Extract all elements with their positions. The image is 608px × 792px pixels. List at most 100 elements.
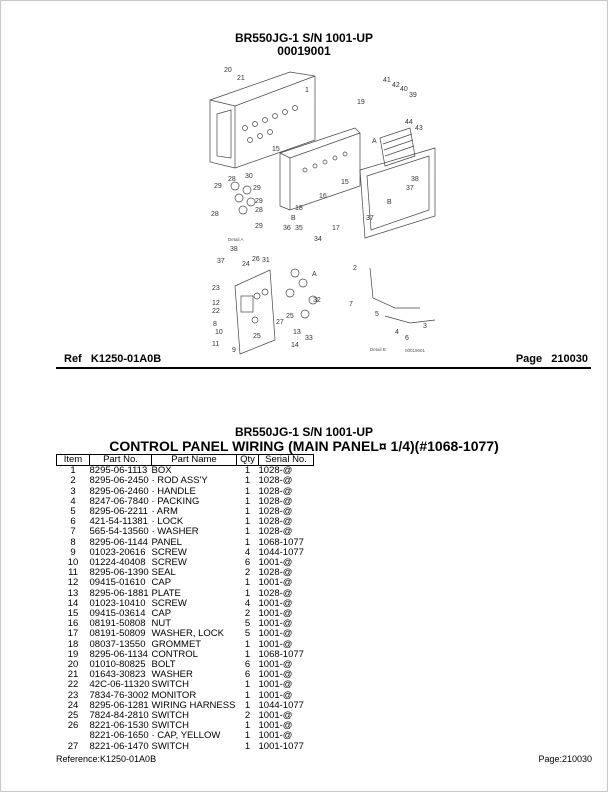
callout-29a: 29 bbox=[214, 183, 222, 190]
callout-40: 40 bbox=[400, 86, 408, 93]
page-title: BR550JG-1 S/N 1001-UP bbox=[234, 31, 374, 45]
qty-cell: 1 bbox=[244, 475, 251, 487]
qty-cell: 5 bbox=[244, 628, 251, 640]
item-cell: 5 bbox=[70, 506, 76, 518]
part-no-cell: 8295-06-2211 bbox=[89, 506, 148, 518]
serial-no-cell: 1001-@ bbox=[258, 659, 293, 671]
serial-no-cell: 1001-@ bbox=[258, 628, 293, 640]
item-cell: 27 bbox=[67, 740, 79, 752]
callout-2: 2 bbox=[353, 265, 357, 272]
part-name-cell: · LOCK bbox=[151, 516, 184, 528]
qty-cell: 6 bbox=[244, 659, 251, 671]
callout-38b: 38 bbox=[411, 176, 419, 183]
callout-9: 9 bbox=[232, 347, 236, 354]
callout-a-door: A bbox=[372, 138, 377, 145]
item-cell: 26 bbox=[67, 720, 79, 732]
part-no-cell: 01643-30823 bbox=[89, 669, 146, 681]
qty-cell: 1 bbox=[244, 516, 251, 528]
callout-28b: 28 bbox=[211, 211, 219, 218]
bottom-reference: Reference:K1250-01A0B bbox=[56, 754, 157, 764]
col-header-part-name: Part Name bbox=[151, 453, 237, 467]
item-cell: 24 bbox=[67, 699, 79, 711]
divider-rule bbox=[56, 367, 591, 369]
serial-no-cell: 1001-@ bbox=[258, 557, 293, 569]
serial-no-cell: 1001-@ bbox=[258, 679, 293, 691]
part-name-cell: CAP bbox=[151, 608, 172, 620]
callout-36: 36 bbox=[283, 225, 291, 232]
serial-no-cell: 1028-@ bbox=[258, 485, 293, 497]
ref-value: K1250-01A0B bbox=[90, 353, 162, 365]
serial-no-cell: 1001-1077 bbox=[258, 740, 304, 752]
callout-a: A bbox=[312, 271, 317, 278]
serial-no-cell: 1001-@ bbox=[258, 608, 293, 620]
qty-cell: 1 bbox=[244, 679, 251, 691]
part-name-cell: · ARM bbox=[151, 506, 178, 518]
callout-29b: 29 bbox=[253, 185, 261, 192]
qty-cell: 1 bbox=[244, 699, 251, 711]
callout-35: 35 bbox=[295, 225, 303, 232]
qty-cell: 4 bbox=[244, 597, 251, 609]
figure-number: 00019001 bbox=[405, 348, 426, 353]
callout-11: 11 bbox=[212, 341, 219, 348]
section-subtitle: CONTROL PANEL WIRING (MAIN PANEL¤ 1/4)(#… bbox=[109, 438, 499, 454]
part-no-cell: 8295-06-1134 bbox=[89, 648, 148, 660]
serial-no-cell: 1068-1077 bbox=[258, 536, 304, 548]
callout-8: 8 bbox=[213, 321, 217, 328]
serial-no-cell: 1001-@ bbox=[258, 669, 293, 681]
serial-no-cell: 1001-@ bbox=[258, 689, 293, 701]
item-cell: 6 bbox=[70, 516, 76, 528]
serial-no-cell: 1001-@ bbox=[258, 720, 293, 732]
part-no-cell: 8221-06-1650 bbox=[89, 730, 149, 742]
page-value: 210030 bbox=[551, 353, 588, 365]
serial-no-cell: 1068-1077 bbox=[258, 648, 304, 660]
callout-31: 31 bbox=[262, 257, 270, 264]
callout-6: 6 bbox=[405, 335, 409, 342]
item-cell: 2 bbox=[70, 475, 76, 487]
part-name-cell: · HANDLE bbox=[151, 485, 196, 497]
part-name-cell: BOLT bbox=[151, 659, 176, 671]
qty-cell: 6 bbox=[244, 557, 251, 569]
callout-22: 22 bbox=[212, 308, 220, 315]
item-cell: 25 bbox=[67, 710, 79, 722]
part-name-cell: WASHER bbox=[151, 669, 193, 681]
item-cell: 23 bbox=[67, 689, 79, 701]
part-name-cell: · WASHER bbox=[151, 526, 199, 538]
item-cell: 8 bbox=[70, 536, 76, 548]
diagram-drawing bbox=[209, 71, 436, 355]
serial-no-cell: 1001-@ bbox=[258, 710, 293, 722]
item-cell: 21 bbox=[67, 669, 79, 681]
part-no-cell: 8295-06-2460 bbox=[89, 485, 149, 497]
callout-28a: 28 bbox=[228, 176, 236, 183]
part-name-cell: SWITCH bbox=[151, 740, 189, 752]
part-name-cell: NUT bbox=[151, 618, 172, 630]
callout-10: 10 bbox=[215, 329, 223, 336]
callout-25b: 25 bbox=[286, 313, 294, 320]
qty-cell: 1 bbox=[244, 536, 251, 548]
qty-cell: 2 bbox=[244, 567, 251, 579]
part-name-cell: SEAL bbox=[151, 567, 176, 579]
page-line: Page 210030 bbox=[516, 353, 588, 365]
part-name-cell: CONTROL bbox=[151, 648, 198, 660]
part-no-cell: 8295-06-1881 bbox=[89, 587, 149, 599]
callout-34: 34 bbox=[314, 236, 322, 243]
item-cell: 4 bbox=[70, 495, 76, 507]
serial-no-cell: 1001-@ bbox=[258, 597, 293, 609]
item-cell: 15 bbox=[67, 608, 79, 620]
col-header-part-no: Part No. bbox=[89, 453, 152, 467]
callout-43: 43 bbox=[415, 125, 423, 132]
serial-no-cell: 1028-@ bbox=[258, 506, 293, 518]
